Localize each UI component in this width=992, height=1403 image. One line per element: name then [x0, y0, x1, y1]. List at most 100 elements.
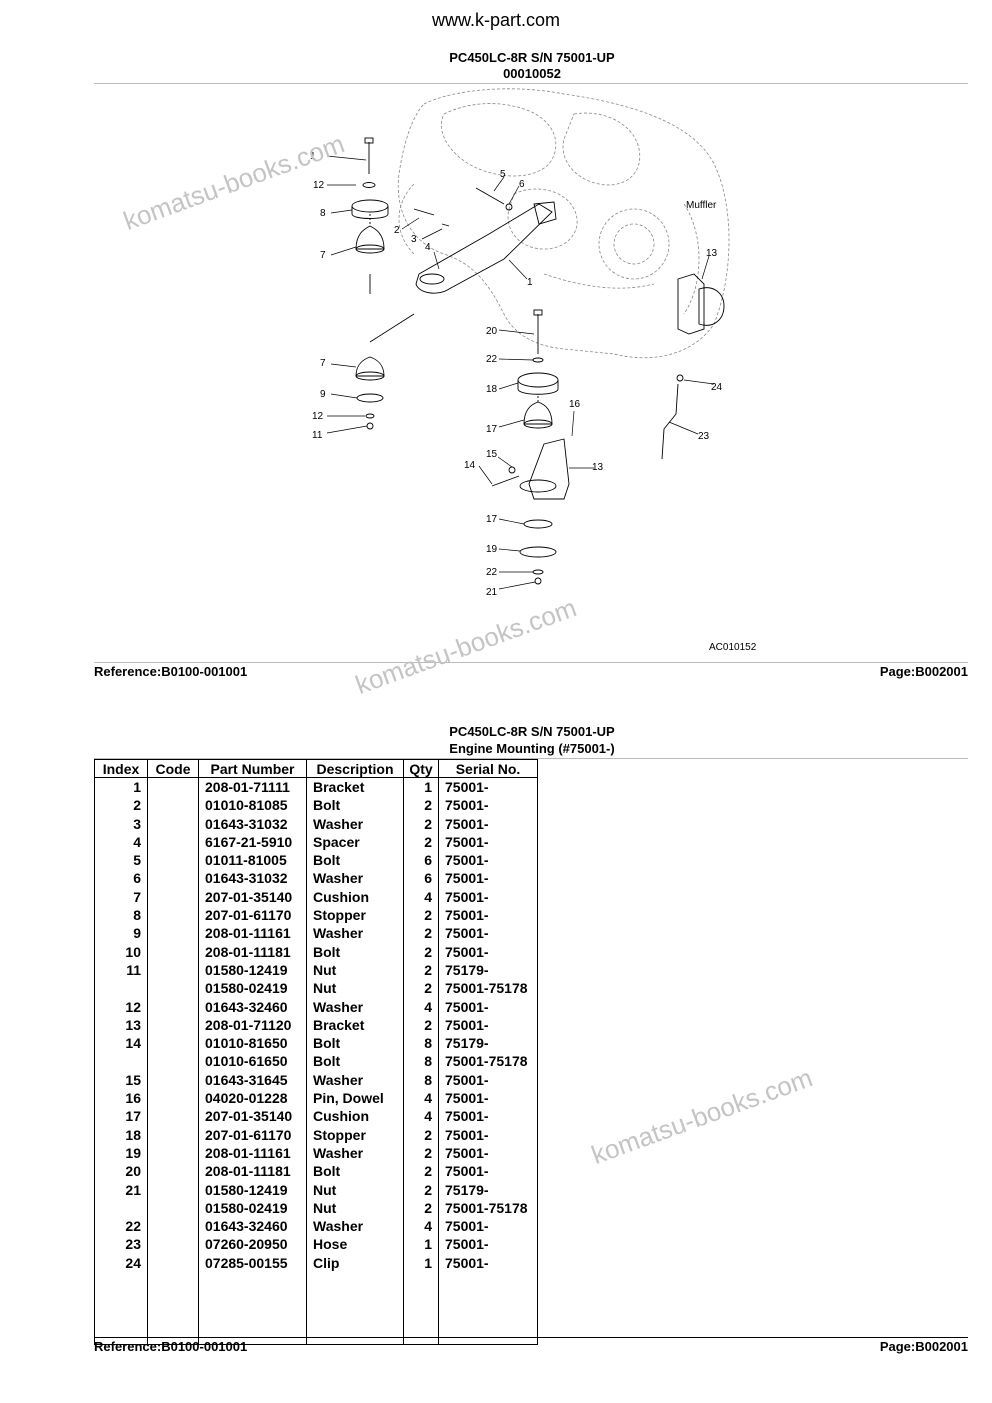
table-cell-code — [147, 942, 199, 961]
figure-number: 00010052 — [503, 66, 561, 81]
page1-model: PC450LC-8R S/N 75001-UP — [449, 50, 615, 65]
table-cell-index — [94, 979, 148, 998]
table-cell-code — [147, 777, 199, 797]
table-cell-code — [147, 1198, 199, 1218]
table-cell-qty: 4 — [403, 1107, 439, 1126]
table-cell-desc: Clip — [306, 1253, 404, 1273]
col-qty: Qty — [403, 759, 439, 778]
table-cell-index: 4 — [94, 832, 148, 852]
table-cell-qty: 6 — [403, 851, 439, 870]
table-cell-part: 01010-81085 — [198, 796, 307, 815]
table-cell-serial: 75001- — [438, 1107, 538, 1126]
callout-23: 23 — [698, 431, 710, 442]
col-index: Index — [94, 759, 148, 778]
table-cell-index: 2 — [94, 796, 148, 815]
table-cell-index: 11 — [94, 960, 148, 980]
table-cell-serial: 75001- — [438, 1235, 538, 1254]
muffler-label: Muffler — [686, 200, 717, 211]
callout-16: 16 — [569, 399, 581, 410]
col-part-number: Part Number — [198, 759, 307, 778]
table-cell-code — [147, 814, 199, 833]
table-top-rule — [94, 758, 968, 759]
callout-17-lower: 17 — [486, 514, 498, 525]
table-cell-part: 208-01-71120 — [198, 1015, 307, 1035]
table-cell-index: 22 — [94, 1217, 148, 1236]
table-cell-code — [147, 1070, 199, 1090]
callout-12: 12 — [313, 180, 325, 191]
table-cell-qty: 4 — [403, 887, 439, 907]
table-cell-serial: 75001- — [438, 887, 538, 907]
table-cell-code — [147, 960, 199, 980]
table-cell-desc: Pin, Dowel — [306, 1089, 404, 1108]
table-cell-qty: 2 — [403, 1143, 439, 1163]
table-cell-desc: Nut — [306, 1180, 404, 1199]
table-cell-serial: 75001- — [438, 869, 538, 888]
header-rule — [94, 83, 968, 84]
table-cell-desc: Bolt — [306, 942, 404, 961]
table-cell-serial: 75001- — [438, 1015, 538, 1035]
table-cell-qty: 2 — [403, 1198, 439, 1218]
table-cell-qty: 4 — [403, 1217, 439, 1236]
table-cell-part: 04020-01228 — [198, 1089, 307, 1108]
watermark: komatsu-books.com — [587, 1062, 817, 1171]
page2-page-number: Page:B002001 — [879, 1339, 968, 1354]
table-cell-qty: 1 — [403, 1253, 439, 1273]
table-cell-qty: 8 — [403, 1070, 439, 1090]
table-cell-serial: 75001- — [438, 1143, 538, 1163]
page2-reference: Reference:B0100-001001 — [94, 1339, 248, 1354]
table-cell-part: 208-01-11181 — [198, 942, 307, 961]
table-cell-part: 01643-31032 — [198, 814, 307, 833]
table-cell-part: 6167-21-5910 — [198, 832, 307, 852]
table-cell-desc: Bolt — [306, 1052, 404, 1071]
table-cell-serial: 75001- — [438, 777, 538, 797]
table-cell-desc: Bolt — [306, 1162, 404, 1181]
table-cell-serial: 75001- — [438, 906, 538, 925]
exploded-parts-diagram: 1 12 8 7 2 3 4 5 6 1 13 7 9 12 11 20 22 … — [310, 88, 757, 653]
table-cell-qty: 4 — [403, 997, 439, 1016]
callout-15: 15 — [486, 449, 498, 460]
table-cell-code — [147, 1015, 199, 1035]
table-cell-code — [147, 1125, 199, 1144]
table-cell-qty: 2 — [403, 1015, 439, 1035]
table-cell-qty: 2 — [403, 814, 439, 833]
table-filler-cell — [147, 1272, 199, 1346]
table-cell-code — [147, 1034, 199, 1053]
table-cell-index: 16 — [94, 1089, 148, 1108]
table-cell-desc: Spacer — [306, 832, 404, 852]
table-cell-serial: 75001-75178 — [438, 979, 538, 998]
callout-12-lower: 12 — [312, 411, 324, 422]
table-cell-index: 13 — [94, 1015, 148, 1035]
table-cell-part: 01643-31645 — [198, 1070, 307, 1090]
table-cell-part: 01011-81005 — [198, 851, 307, 870]
page1-page-number: Page:B002001 — [879, 664, 968, 679]
table-cell-serial: 75001- — [438, 832, 538, 852]
table-cell-part: 208-01-11181 — [198, 1162, 307, 1181]
table-cell-code — [147, 997, 199, 1016]
table-cell-part: 07260-20950 — [198, 1235, 307, 1254]
table-cell-serial: 75001-75178 — [438, 1052, 538, 1071]
page2-title: Engine Mounting (#75001-) — [449, 741, 615, 756]
table-cell-part: 01643-32460 — [198, 997, 307, 1016]
table-cell-serial: 75179- — [438, 1034, 538, 1053]
callout-6: 6 — [519, 179, 525, 190]
callout-10: 1 — [310, 151, 316, 162]
table-cell-qty: 2 — [403, 1180, 439, 1199]
table-cell-qty: 2 — [403, 906, 439, 925]
table-cell-desc: Bracket — [306, 1015, 404, 1035]
table-cell-index: 15 — [94, 1070, 148, 1090]
table-cell-part: 01010-81650 — [198, 1034, 307, 1053]
callout-3: 3 — [411, 234, 417, 245]
